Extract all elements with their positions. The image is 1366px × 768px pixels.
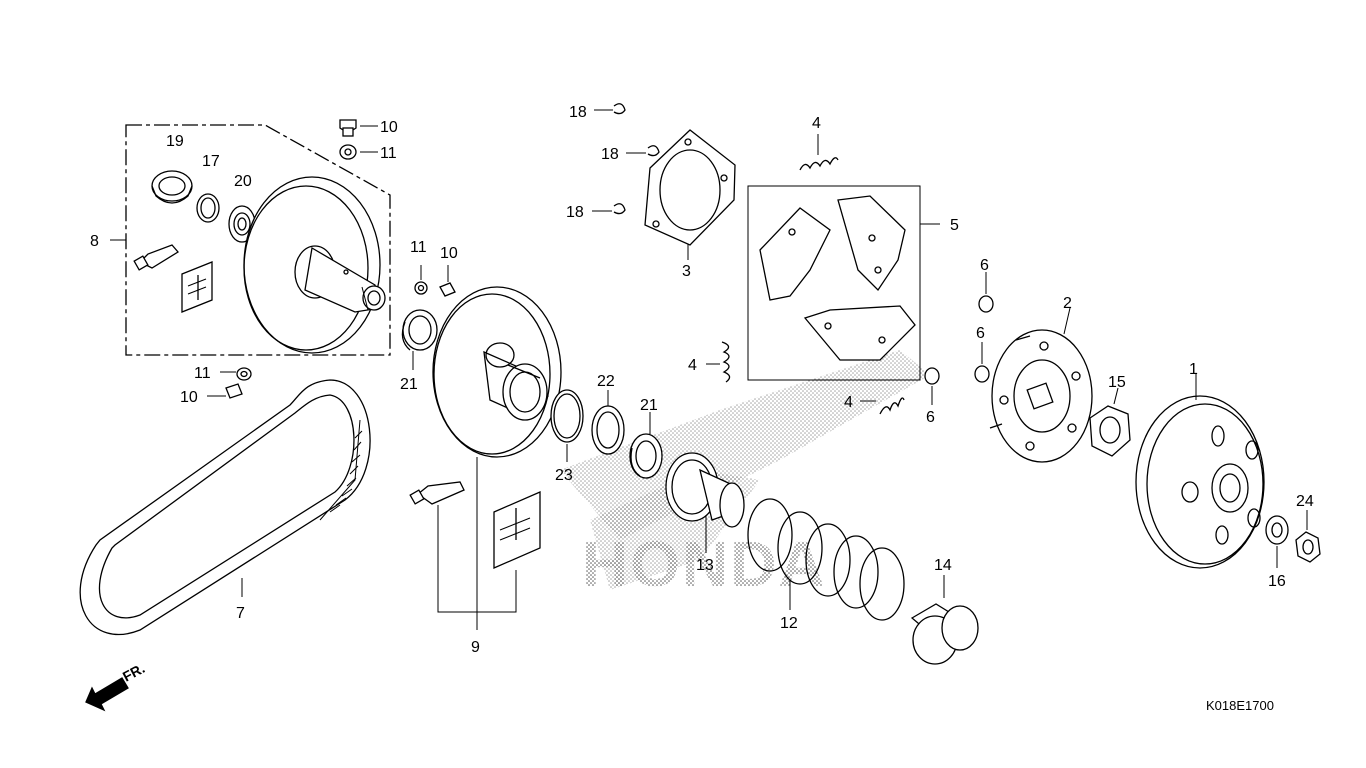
drive-plate-part: [989, 307, 1093, 463]
label-17: 17: [202, 153, 220, 170]
label-21-left: 21: [400, 376, 418, 393]
label-10-middle: 10: [440, 245, 458, 262]
label-8: 8: [90, 233, 99, 250]
label-15: 15: [1108, 374, 1126, 391]
label-10-left: 10: [180, 389, 198, 406]
washer-part: [1265, 515, 1289, 568]
label-16: 16: [1268, 573, 1286, 590]
label-3: 3: [682, 263, 691, 280]
circlip-part: [196, 193, 220, 223]
label-18-middle: 18: [601, 146, 619, 163]
needle-bearing-part: [151, 170, 193, 204]
oil-seal-left-part: [401, 309, 438, 370]
bolt-collar-set-left: [207, 367, 252, 399]
label-21-right: 21: [640, 397, 658, 414]
label-6-bottom: 6: [926, 409, 935, 426]
label-11-middle: 11: [410, 239, 427, 256]
oil-seal-right-part: [629, 412, 663, 479]
label-1: 1: [1189, 361, 1198, 378]
label-23: 23: [555, 467, 573, 484]
clutch-spring-top: [799, 134, 839, 171]
label-18-bottom: 18: [566, 204, 584, 221]
label-22: 22: [597, 373, 615, 390]
clutch-weight-assembly: [747, 185, 940, 381]
clutch-spring-right: [860, 397, 905, 415]
label-11-left: 11: [194, 365, 211, 382]
bolt-collar-set-middle: [414, 265, 456, 297]
clutch-plate-part: [644, 129, 736, 260]
label-4-right: 4: [844, 394, 853, 411]
label-14: 14: [934, 557, 952, 574]
diagram-code: K018E1700: [1206, 698, 1274, 713]
label-9: 9: [471, 639, 480, 656]
label-4-top: 4: [812, 115, 821, 132]
callout-labels: 1 2 3 4 4 4 5 6 6 6 7 8 9 10 10 10 11 11…: [90, 104, 1314, 656]
label-20: 20: [234, 173, 252, 190]
drive-face-part: [243, 176, 386, 354]
clutch-spring-middle: [706, 341, 731, 383]
bolt-collar-set-top: [339, 119, 378, 160]
driven-face-assembly: [409, 286, 562, 630]
label-7: 7: [236, 605, 245, 622]
retaining-clips: [592, 103, 660, 215]
label-4-middle: 4: [688, 357, 697, 374]
spring-seat-collar-part: [665, 452, 745, 553]
label-6-middle: 6: [976, 325, 985, 342]
label-5: 5: [950, 217, 959, 234]
hex-nut-part: [1089, 387, 1131, 457]
driven-spring-part: [747, 498, 905, 621]
label-11-top: 11: [380, 145, 397, 162]
label-24: 24: [1296, 493, 1314, 510]
damper-rubbers: [924, 272, 994, 405]
label-6-top: 6: [980, 257, 989, 274]
dotted-background: HONDA: [560, 350, 930, 600]
instruction-sheet-part: [181, 261, 213, 313]
label-13: 13: [696, 557, 714, 574]
o-ring-part: [550, 389, 584, 462]
grease-tube-part: [133, 244, 179, 271]
label-18-top: 18: [569, 104, 587, 121]
seal-ring-part: [591, 390, 625, 455]
guide-collar-part: [910, 575, 979, 665]
drive-belt-part: [79, 379, 371, 636]
drive-face-assembly: [110, 124, 391, 356]
end-nut-part: [1295, 510, 1321, 563]
front-direction-arrow: FR.: [85, 660, 147, 712]
label-19: 19: [166, 133, 184, 150]
label-10-top: 10: [380, 119, 398, 136]
honda-watermark: HONDA: [582, 528, 827, 600]
label-2: 2: [1063, 295, 1072, 312]
clutch-outer-part: [1135, 374, 1265, 569]
label-12: 12: [780, 615, 798, 632]
